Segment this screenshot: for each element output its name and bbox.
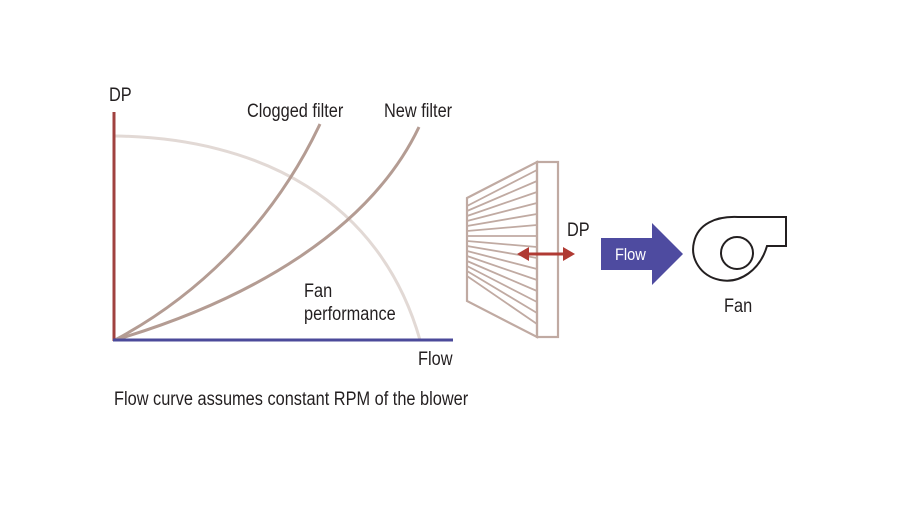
flow-arrow: Flow bbox=[601, 223, 683, 285]
fan-performance-curve bbox=[114, 134, 422, 341]
new-filter-label: New filter bbox=[384, 101, 453, 122]
fan-performance-label-line2: performance bbox=[304, 303, 396, 325]
new-filter-curve bbox=[114, 126, 421, 342]
fan-performance-label: Fan performance bbox=[304, 281, 396, 327]
caption: Flow curve assumes constant RPM of the b… bbox=[114, 389, 469, 410]
centrifugal-fan-icon bbox=[692, 215, 787, 282]
fan-performance-label-line1: Fan bbox=[304, 281, 333, 302]
filter-dp-label: DP bbox=[567, 220, 590, 241]
y-axis-label: DP bbox=[109, 85, 132, 106]
pleated-filter-icon bbox=[465, 160, 560, 339]
fan-label: Fan bbox=[724, 296, 753, 317]
clogged-filter-label: Clogged filter bbox=[247, 101, 344, 122]
flow-arrow-label: Flow bbox=[615, 246, 646, 264]
clogged-filter-curve bbox=[114, 123, 322, 342]
dp-double-arrow bbox=[517, 247, 575, 261]
x-axis-label: Flow bbox=[418, 349, 453, 370]
